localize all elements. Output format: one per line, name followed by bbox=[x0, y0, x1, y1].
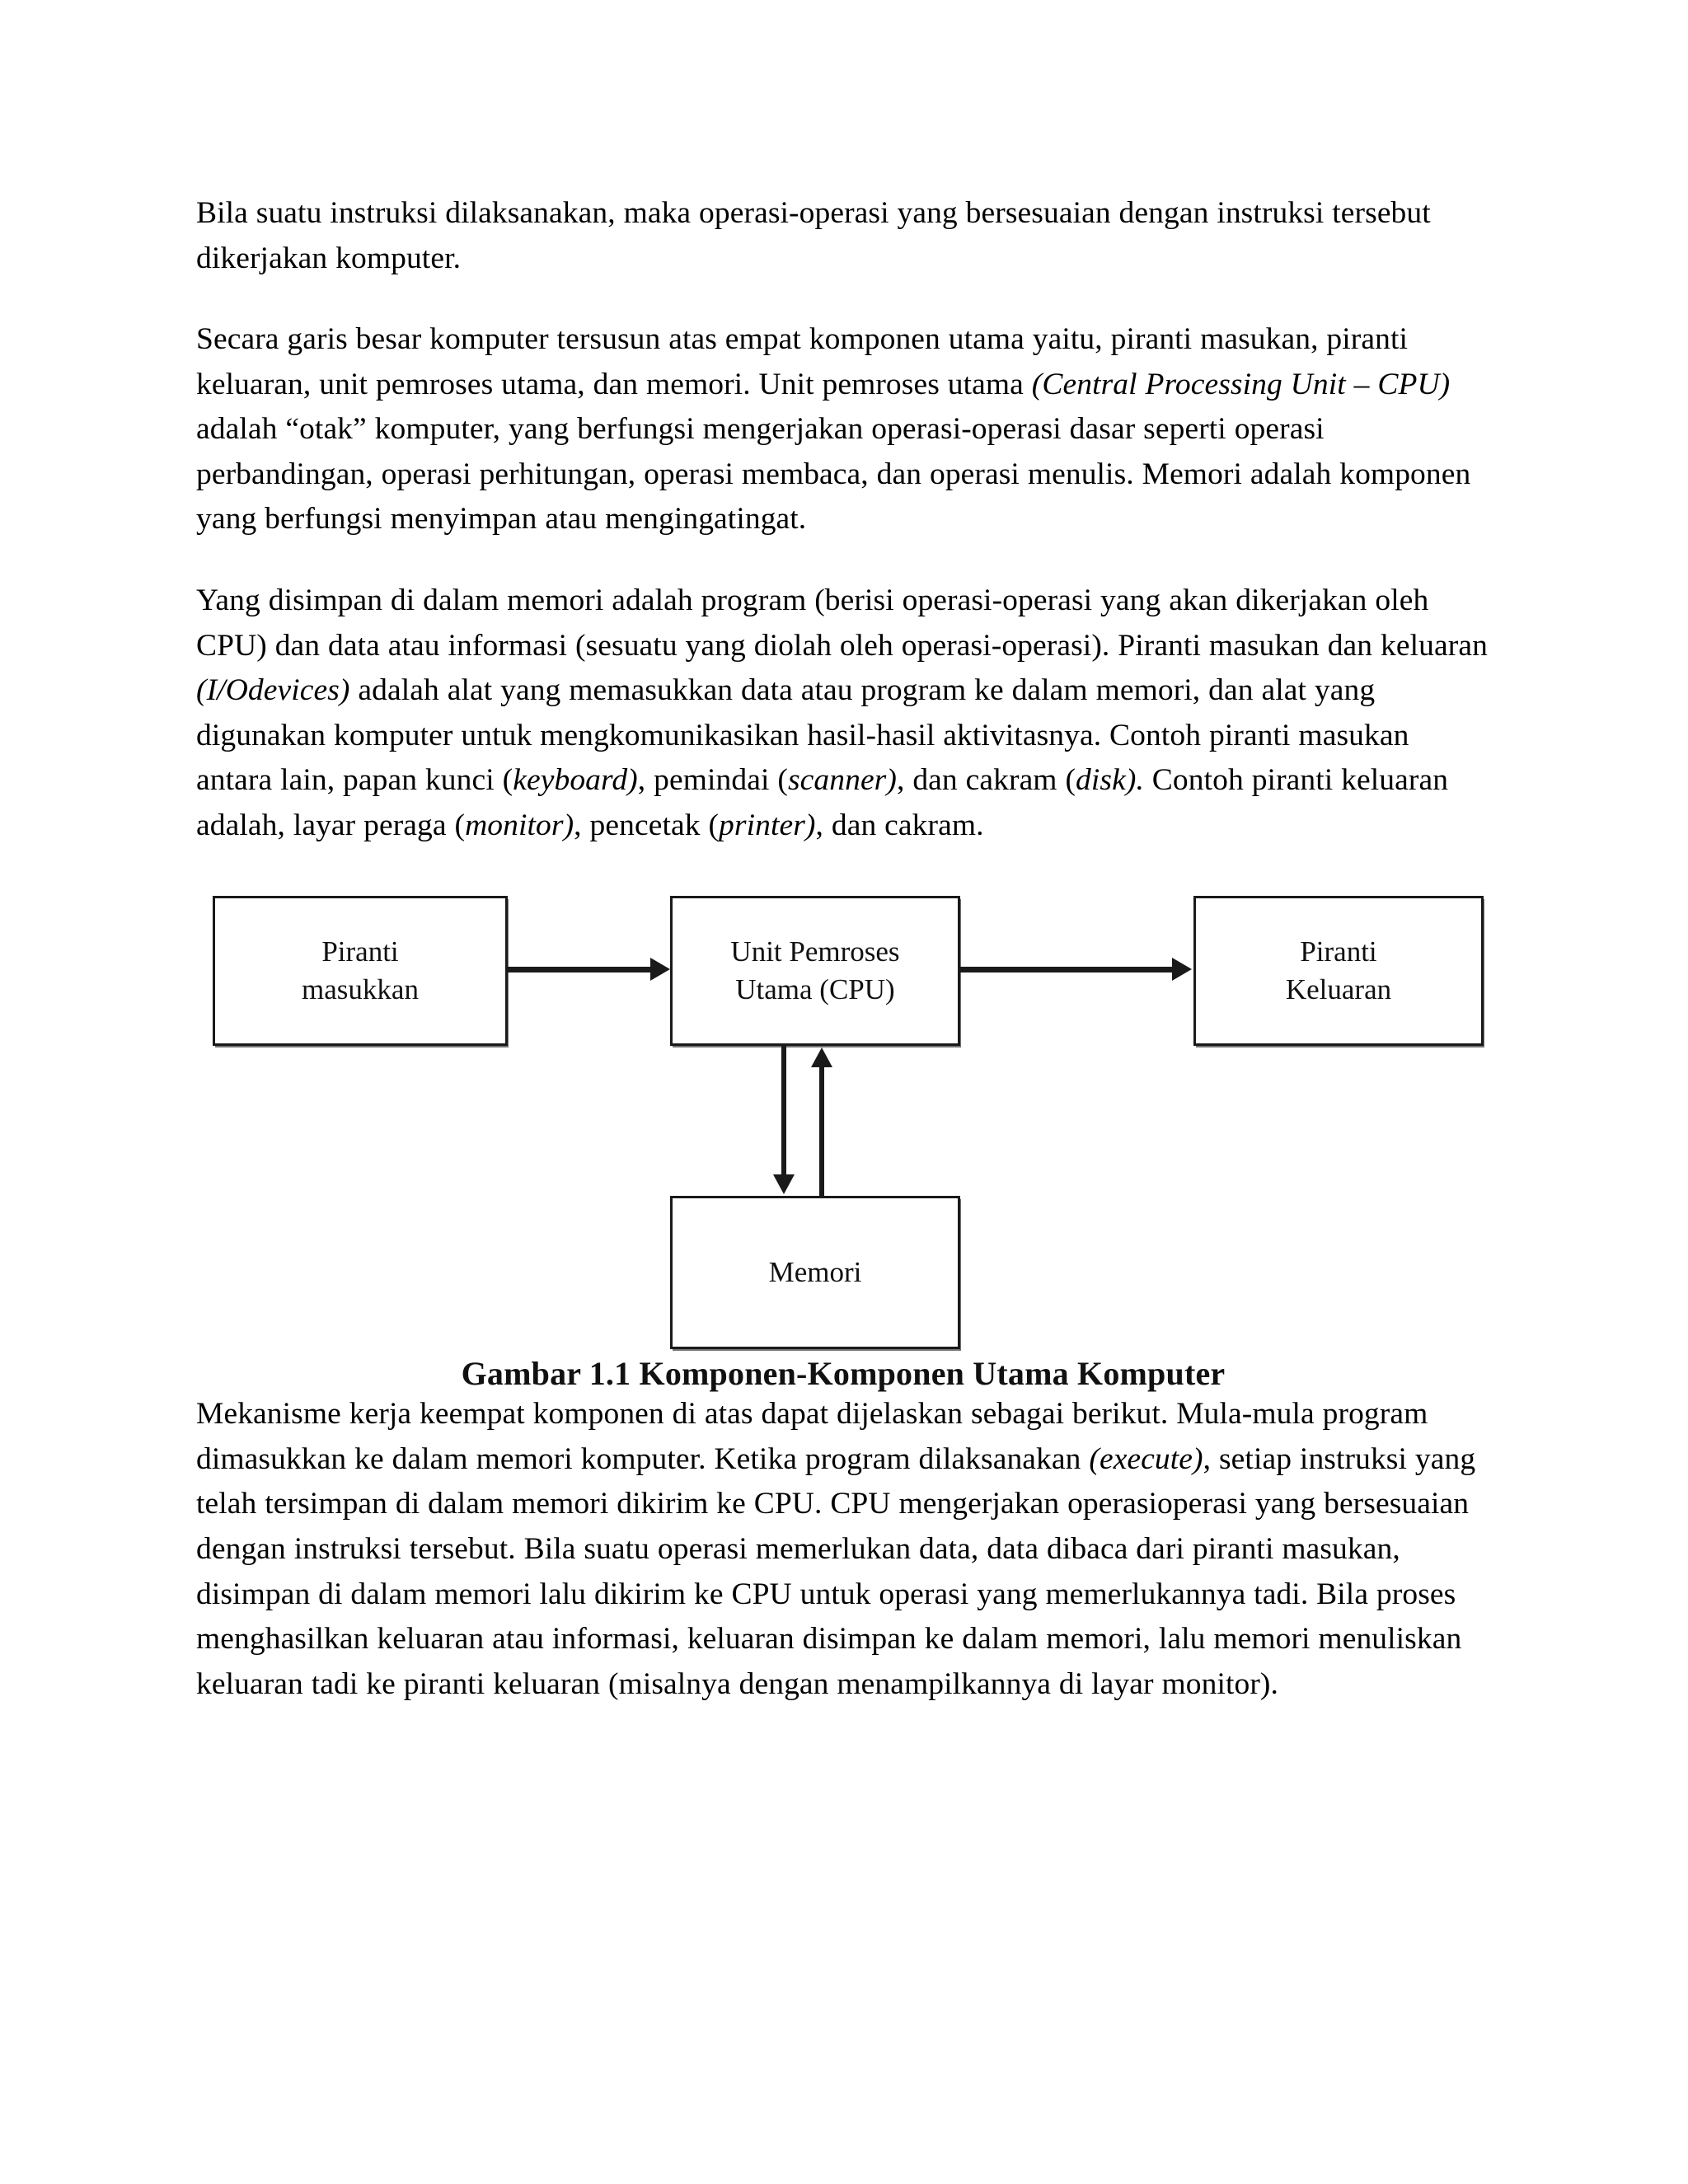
arrow-memory-to-cpu-head-icon bbox=[811, 1047, 832, 1068]
arrow-cpu-to-memory-head-icon bbox=[773, 1174, 795, 1195]
figure-caption: Gambar 1.1 Komponen-Komponen Utama Kompu… bbox=[461, 1355, 1226, 1393]
emphasis-text: (Central Processing Unit – CPU) bbox=[1031, 367, 1451, 401]
paragraph-2: Secara garis besar komputer tersusun ata… bbox=[196, 322, 1471, 537]
paragraph-4: Mekanisme kerja keempat komponen di atas… bbox=[196, 1397, 1476, 1701]
diagram-box-memori: Memori bbox=[670, 1196, 960, 1350]
diagram-box-label: Memori bbox=[768, 1256, 862, 1289]
emphasis-text: keyboard) bbox=[513, 763, 638, 798]
arrow-input-to-cpu-line bbox=[508, 967, 652, 973]
emphasis-text: disk). bbox=[1076, 763, 1144, 798]
arrow-input-to-cpu-head-icon bbox=[650, 958, 670, 982]
emphasis-text: (I/Odevices) bbox=[196, 673, 350, 708]
emphasis-text: printer) bbox=[719, 808, 816, 842]
paragraph-3: Yang disimpan di dalam memori adalah pro… bbox=[196, 583, 1488, 842]
emphasis-text: (execute) bbox=[1089, 1441, 1203, 1476]
arrow-memory-to-cpu-line bbox=[819, 1067, 824, 1197]
document-body: Bila suatu instruksi dilaksanakan, maka … bbox=[196, 191, 1490, 1707]
emphasis-text: scanner) bbox=[787, 763, 897, 798]
arrow-cpu-to-output-line bbox=[960, 967, 1174, 973]
arrow-cpu-to-output-head-icon bbox=[1172, 958, 1192, 982]
emphasis-text: monitor) bbox=[465, 808, 574, 842]
arrow-cpu-to-memory-line bbox=[781, 1046, 786, 1177]
paragraph-1: Bila suatu instruksi dilaksanakan, maka … bbox=[196, 196, 1431, 275]
